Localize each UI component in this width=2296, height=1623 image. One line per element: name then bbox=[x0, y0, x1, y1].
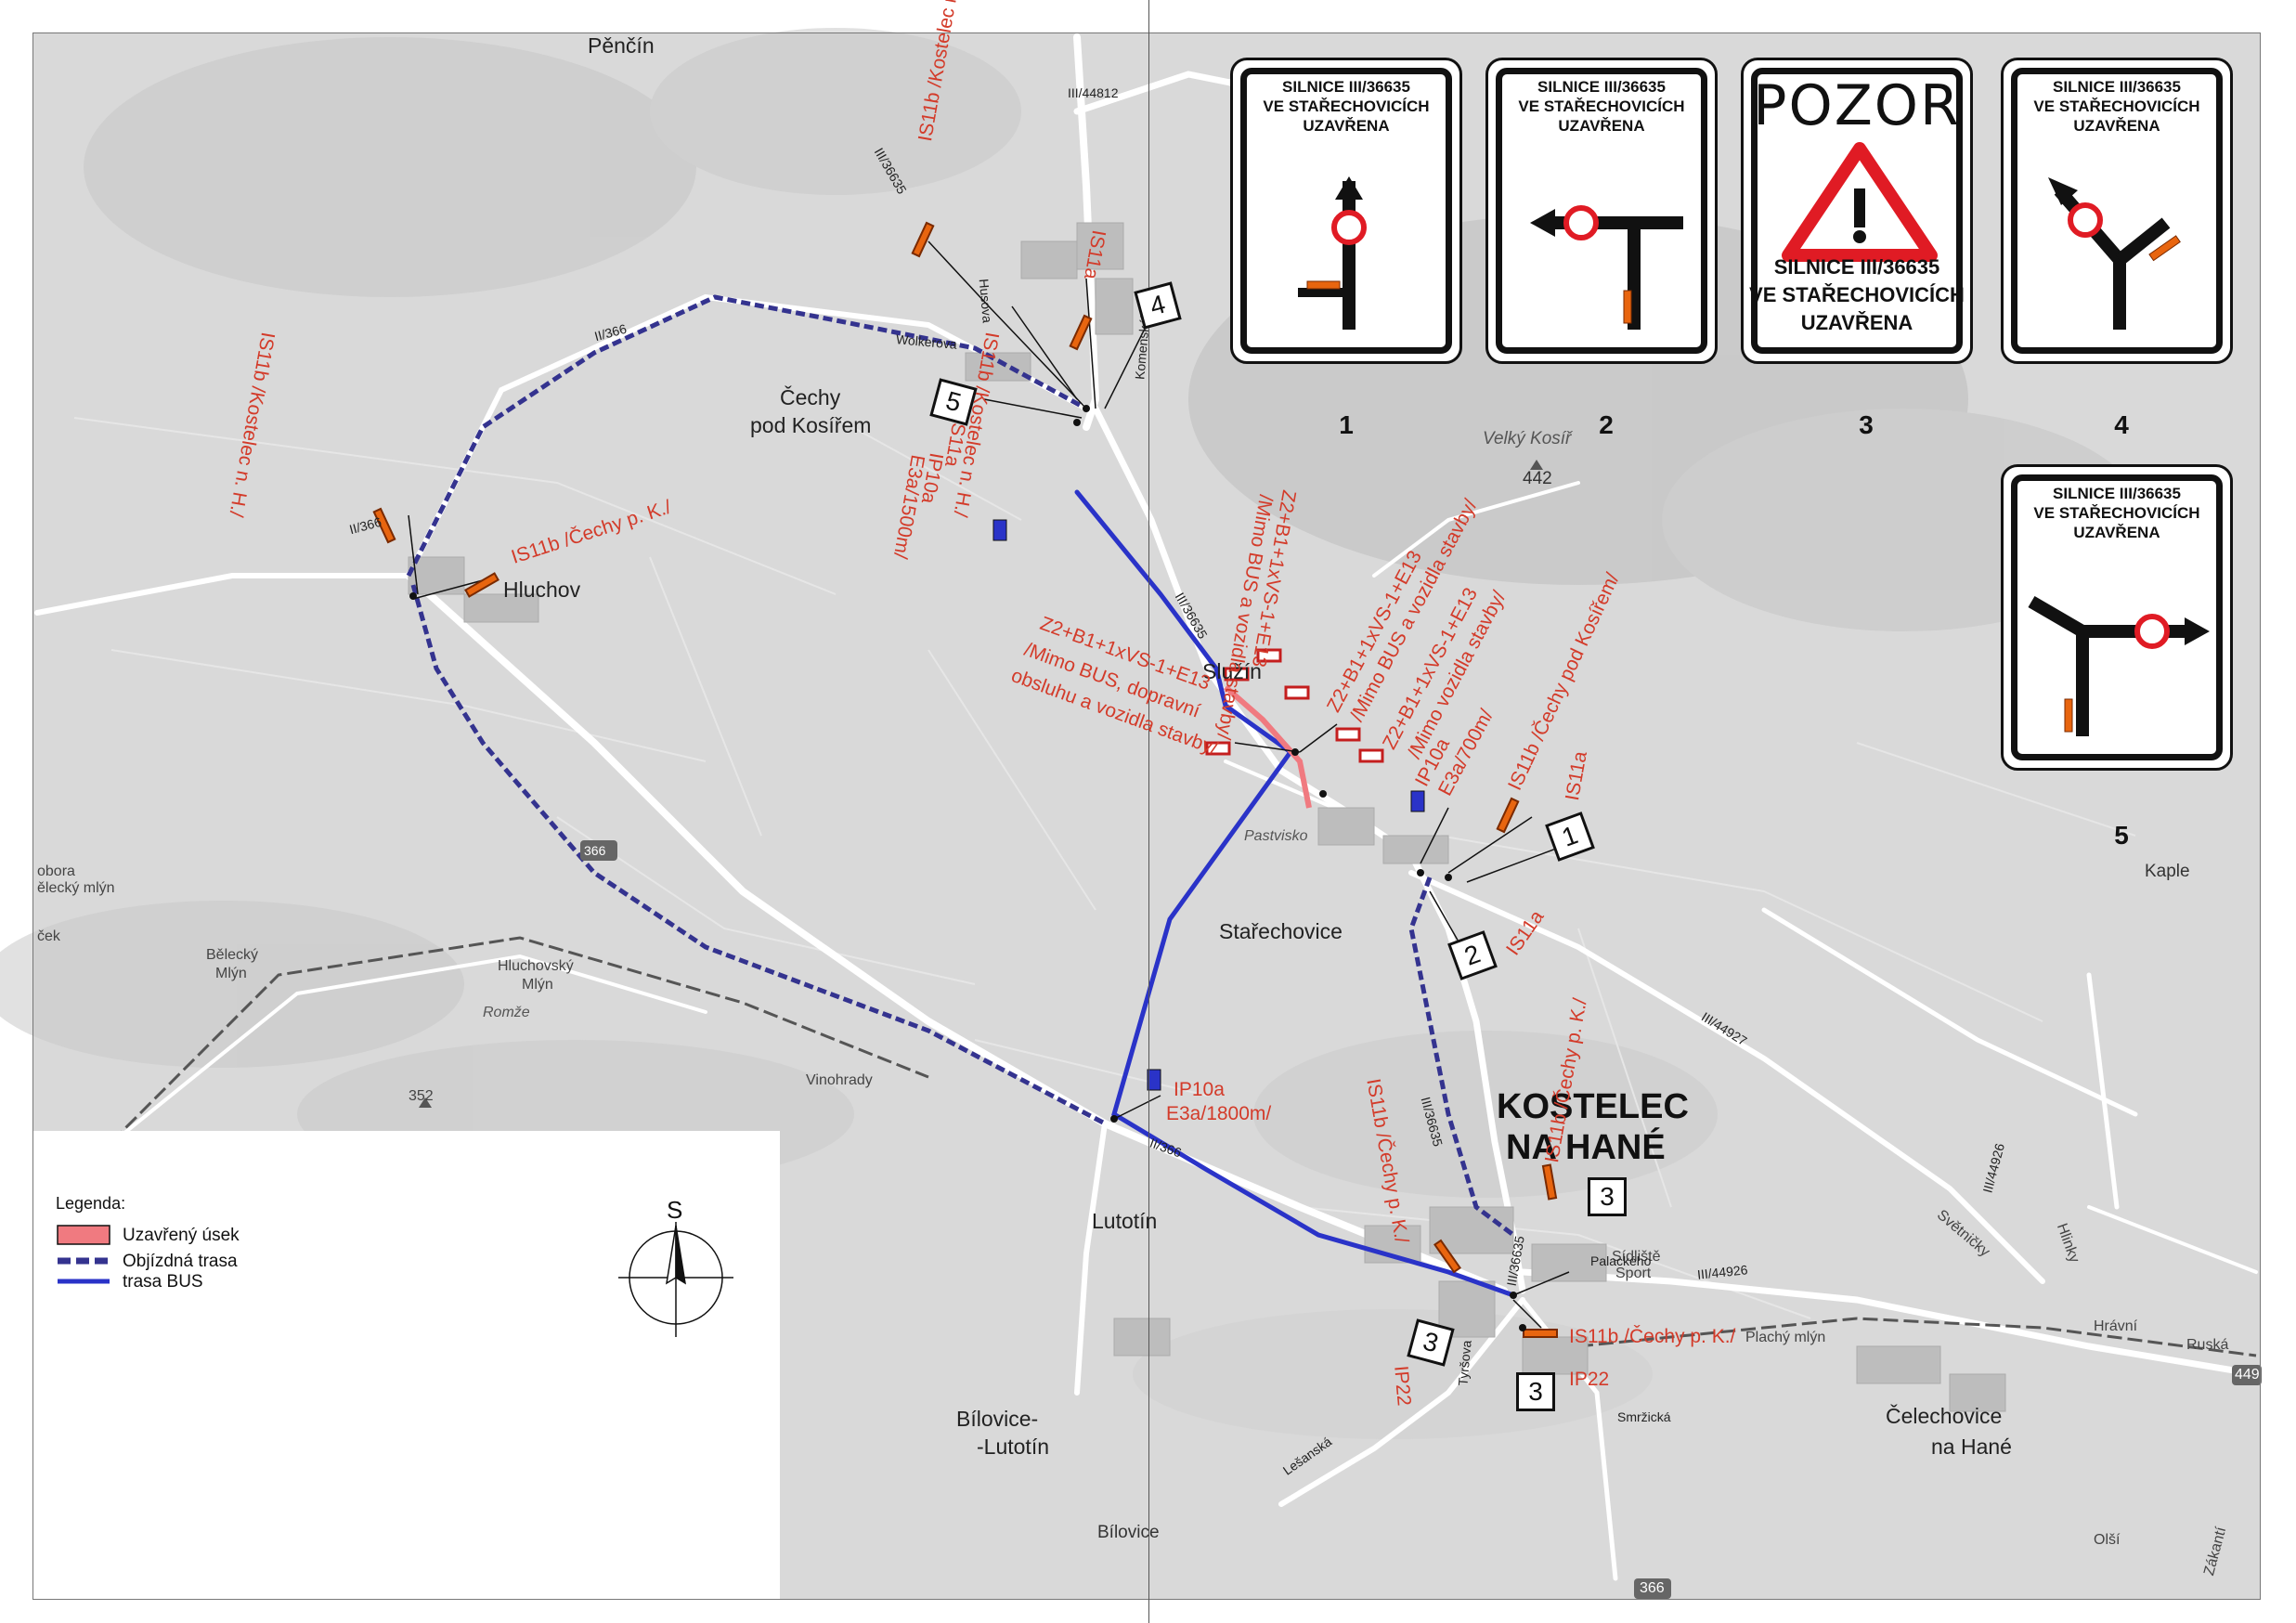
legend-closed-swatch bbox=[57, 1225, 110, 1245]
place-olsi: Olší bbox=[2094, 1532, 2121, 1548]
railway bbox=[110, 936, 2257, 1357]
sign-3-number: 3 bbox=[1859, 410, 1874, 439]
place-kostelec: KOSTELEC bbox=[1497, 1087, 1689, 1126]
place-hravni: Hrávní bbox=[2094, 1318, 2138, 1334]
place-cechy-pod-kosirem: pod Kosířem bbox=[750, 413, 872, 437]
place-obora: obora bbox=[37, 863, 75, 879]
legend-detour-label: Objízdná trasa bbox=[123, 1252, 238, 1271]
north-arrow-label: S bbox=[667, 1196, 683, 1224]
place-kostelec-na-hane: NA HANÉ bbox=[1506, 1128, 1666, 1167]
road-366-badge-bottom bbox=[1634, 1578, 1671, 1599]
annotation-e3a-1800: E3a/1800m/ bbox=[1166, 1103, 1272, 1124]
elevation-442: 442 bbox=[1523, 469, 1552, 488]
sign-4-diagram bbox=[2048, 177, 2181, 330]
road-366-bottom-label: 366 bbox=[1640, 1580, 1665, 1596]
sign-5-number: 5 bbox=[2114, 821, 2129, 850]
sign-markers bbox=[372, 221, 1558, 1338]
ip10a-markers bbox=[992, 519, 1425, 1091]
place-celechovice: Čelechovice bbox=[1886, 1404, 2003, 1428]
sign-3-warning-icon bbox=[1782, 142, 1938, 262]
place-velky-kosir: Velký Kosíř bbox=[1483, 429, 1572, 448]
sign-box-3c: 3 bbox=[1516, 1372, 1555, 1411]
sign-2-number: 2 bbox=[1599, 410, 1614, 439]
place-cechy: Čechy bbox=[780, 385, 841, 409]
place-sluzin: Služín bbox=[1202, 659, 1262, 683]
sign-3-footer: SILNICE III/36635 VE STAŘECHOVICÍCH UZAV… bbox=[1749, 255, 1965, 334]
road-449-label: 449 bbox=[2235, 1367, 2260, 1383]
annotation-ip22-1: IP22 bbox=[1569, 1369, 1610, 1390]
place-kaple: Kaple bbox=[2145, 862, 2190, 881]
sign-5-header: SILNICE III/36635 VE STAŘECHOVICÍCH UZAV… bbox=[2033, 485, 2200, 541]
place-sport: Sport bbox=[1615, 1266, 1652, 1281]
place-celechovice-na-hane: na Hané bbox=[1931, 1435, 2012, 1459]
annotation-is11b-cechy-k3: IS11b /Čechy p. K./ bbox=[1569, 1326, 1736, 1347]
detour-sign-3: POZOR SILNICE III/36635 VE STAŘECHOVICÍC… bbox=[1741, 58, 1973, 364]
place-belecky-left: ělecký mlýn bbox=[37, 880, 115, 896]
place-belecky-mlyn: Bělecký bbox=[206, 947, 259, 963]
sign-4-number: 4 bbox=[2114, 410, 2129, 439]
place-hluchovsky-mlyn: Hluchovský bbox=[498, 958, 574, 974]
place-hluchovsky-mlyn-2: Mlýn bbox=[522, 977, 553, 993]
detour-sign-5: SILNICE III/36635 VE STAŘECHOVICÍCH UZAV… bbox=[2001, 464, 2233, 771]
compass-icon bbox=[618, 1222, 733, 1337]
place-belecky-mlyn-2: Mlýn bbox=[215, 966, 247, 981]
detour-sign-4: SILNICE III/36635 VE STAŘECHOVICÍCH UZAV… bbox=[2001, 58, 2233, 364]
place-cek: ček bbox=[37, 928, 60, 944]
sign-1-header: SILNICE III/36635 VE STAŘECHOVICÍCH UZAV… bbox=[1263, 78, 1430, 135]
sign-5-diagram bbox=[2028, 595, 2210, 736]
legend-panel: Legenda: Uzavřený úsek Objízdná trasa tr… bbox=[33, 1131, 780, 1599]
place-bilovice-lutotin-2: -Lutotín bbox=[977, 1435, 1049, 1459]
sign-box-3a: 3 bbox=[1588, 1177, 1627, 1216]
place-plachy-mlyn: Plachý mlýn bbox=[1745, 1330, 1826, 1345]
annotation-ip22-2: IP22 bbox=[1390, 1365, 1415, 1408]
sign-1-diagram bbox=[1298, 176, 1367, 330]
place-pencin: Pěnčín bbox=[588, 33, 655, 58]
detour-sign-1: SILNICE III/36635 VE STAŘECHOVICÍCH UZAV… bbox=[1230, 58, 1462, 364]
sign-2-diagram bbox=[1530, 205, 1683, 330]
place-sidliste: Sídliště bbox=[1612, 1249, 1661, 1265]
legend-closed-label: Uzavřený úsek bbox=[123, 1226, 240, 1245]
elevation-markers bbox=[419, 460, 1543, 1108]
place-bilovice: Bílovice bbox=[1097, 1523, 1160, 1542]
page-fold-line bbox=[1148, 0, 1149, 1623]
street-smrzicka: Smržická bbox=[1617, 1409, 1671, 1424]
place-starechovice: Stařechovice bbox=[1219, 919, 1343, 943]
street-palackeho: Palackého bbox=[1590, 1253, 1652, 1268]
road-label-44812: III/44812 bbox=[1068, 85, 1119, 100]
annotation-ip10a-1800: IP10a bbox=[1174, 1079, 1225, 1100]
place-pastvisko: Pastvisko bbox=[1244, 828, 1308, 844]
legend-detour-swatch bbox=[58, 1257, 110, 1265]
place-lutotin: Lutotín bbox=[1092, 1209, 1158, 1233]
road-449-badge bbox=[2232, 1365, 2262, 1385]
road-366-badge bbox=[580, 840, 617, 861]
barrier-markers bbox=[1205, 648, 1384, 763]
bus-route bbox=[1074, 489, 1516, 1298]
place-vinohrady: Vinohrady bbox=[806, 1072, 873, 1088]
place-ruska: Ruská bbox=[2186, 1337, 2229, 1353]
legend-bus-swatch bbox=[58, 1279, 110, 1284]
place-bilovice-lutotin: Bílovice- bbox=[956, 1407, 1039, 1431]
legend-bus-label: trasa BUS bbox=[123, 1272, 203, 1292]
junction-dots bbox=[409, 405, 1526, 1331]
sign-4-header: SILNICE III/36635 VE STAŘECHOVICÍCH UZAV… bbox=[2033, 78, 2200, 135]
sign-2-header: SILNICE III/36635 VE STAŘECHOVICÍCH UZAV… bbox=[1518, 78, 1685, 135]
field-boundaries bbox=[73, 417, 2136, 1319]
sign-3-title: POZOR bbox=[1753, 73, 1961, 138]
place-romze: Romže bbox=[483, 1005, 530, 1020]
closed-section bbox=[1224, 684, 1312, 809]
place-hluchov: Hluchov bbox=[503, 578, 581, 602]
detour-route bbox=[406, 294, 1515, 1237]
legend-title: Legenda: bbox=[56, 1194, 126, 1213]
leader-lines bbox=[408, 240, 1579, 1329]
road-label-366-badge: 366 bbox=[584, 843, 606, 858]
elevation-352: 352 bbox=[409, 1088, 434, 1104]
sign-1-number: 1 bbox=[1339, 410, 1354, 439]
detour-sign-2: SILNICE III/36635 VE STAŘECHOVICÍCH UZAV… bbox=[1485, 58, 1718, 364]
